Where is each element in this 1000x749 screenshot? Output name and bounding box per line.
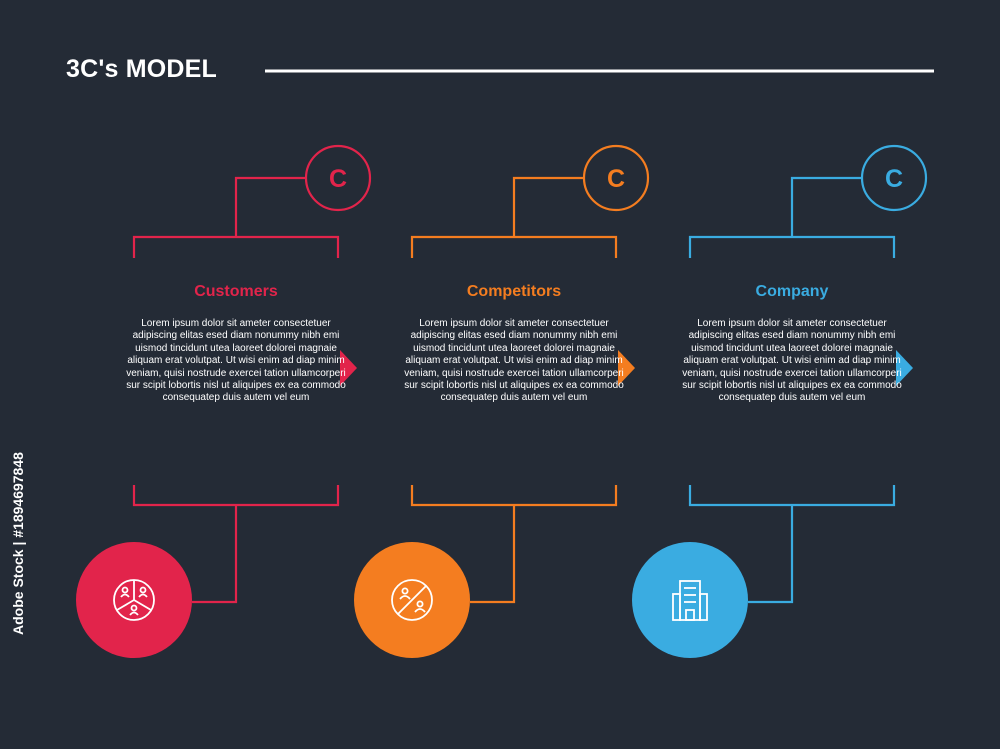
top-bracket — [132, 235, 340, 258]
column-body-text: Lorem ipsum dolor sit ameter consectetue… — [682, 318, 902, 404]
next-arrow-icon — [340, 350, 357, 386]
top-connector — [234, 176, 306, 237]
next-arrow-icon — [618, 350, 635, 386]
column-body-text: Lorem ipsum dolor sit ameter consectetue… — [126, 318, 346, 404]
top-bracket — [688, 235, 896, 258]
competitors-versus-icon — [391, 579, 433, 621]
c-badge-ring — [860, 144, 928, 212]
page-title: 3C's MODEL — [66, 55, 218, 83]
bottom-connector — [192, 505, 238, 604]
column-heading: Company — [755, 283, 829, 300]
c-badge-letter: C — [329, 165, 347, 193]
top-connector — [790, 176, 862, 237]
column-heading: Customers — [194, 283, 278, 300]
c-badge-ring — [582, 144, 650, 212]
company-building-icon — [672, 580, 708, 621]
bottom-connector — [470, 505, 516, 604]
customers-segments-icon — [113, 579, 155, 621]
c-badge-letter: C — [885, 165, 903, 193]
c-badge-ring — [304, 144, 372, 212]
bottom-bracket — [410, 485, 618, 507]
icon-disc — [632, 542, 748, 658]
bottom-bracket — [688, 485, 896, 507]
next-arrow-icon — [896, 350, 913, 386]
c-badge-letter: C — [607, 165, 625, 193]
bottom-connector — [748, 505, 794, 604]
top-bracket — [410, 235, 618, 258]
column-heading: Competitors — [466, 283, 562, 300]
top-connector — [512, 176, 584, 237]
column-body-text: Lorem ipsum dolor sit ameter consectetue… — [404, 318, 624, 404]
bottom-bracket — [132, 485, 340, 507]
watermark-text: Adobe Stock | #1894697848 — [10, 452, 26, 635]
